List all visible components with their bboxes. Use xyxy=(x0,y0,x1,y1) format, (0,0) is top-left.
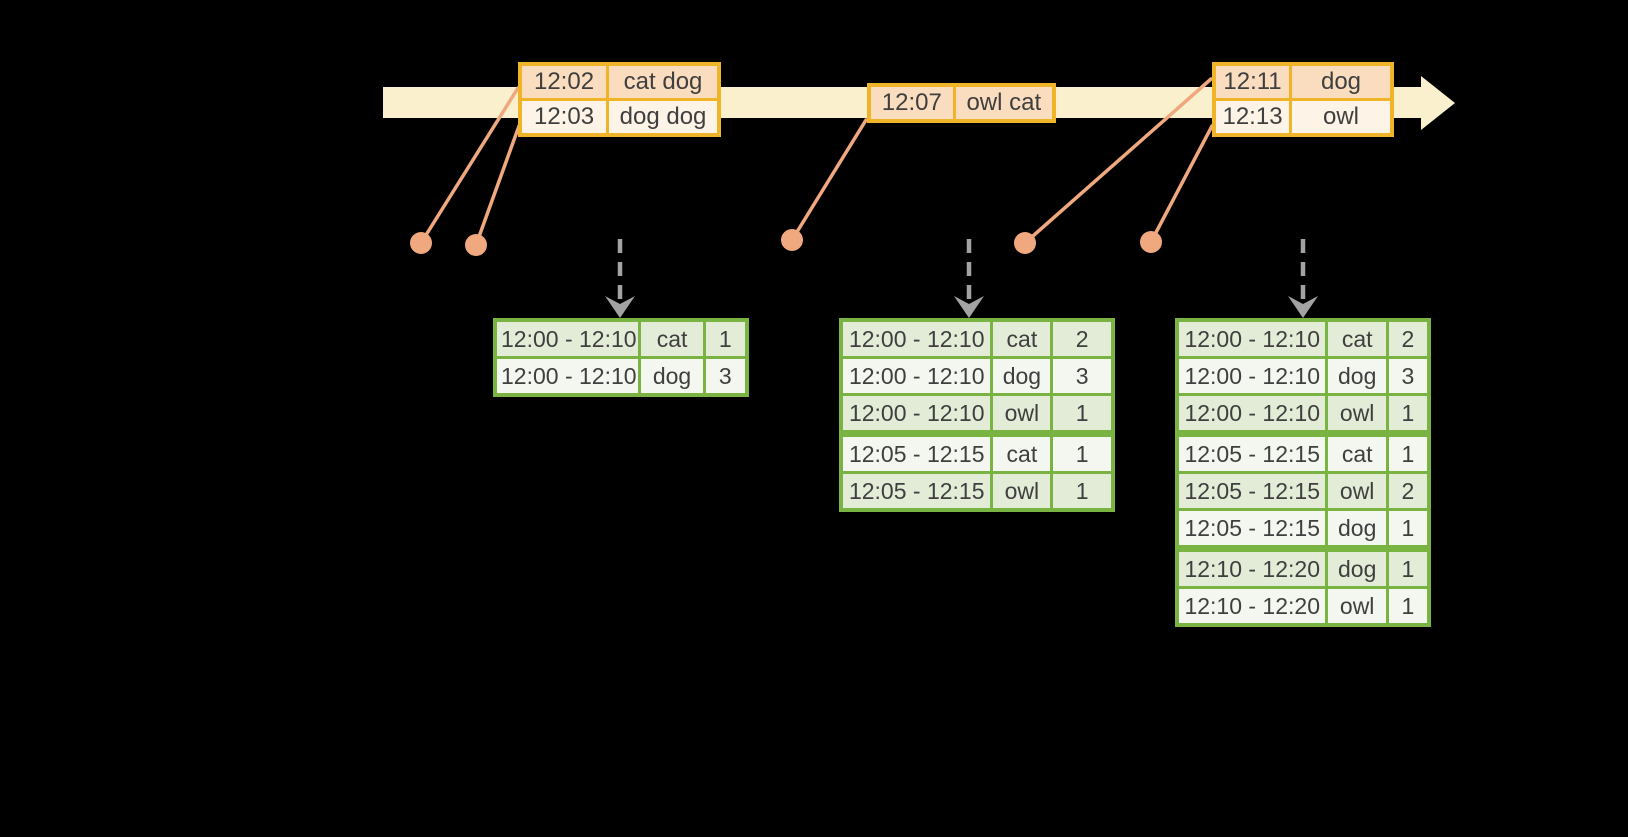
table-cell: dog xyxy=(1325,508,1389,550)
table-cell: 3 xyxy=(1050,356,1115,396)
table-cell: cat xyxy=(1325,318,1389,359)
trigger-arrowhead-icon xyxy=(605,296,635,318)
table-cell: 1 xyxy=(1050,471,1115,512)
table-cell: owl xyxy=(990,393,1054,435)
table-cell: dog xyxy=(638,356,706,397)
table-cell: 1 xyxy=(1385,545,1431,589)
table-cell: 12:05 - 12:15 xyxy=(1175,430,1329,474)
event-connector-lines xyxy=(419,77,1214,247)
table-cell: cat dog xyxy=(606,62,721,101)
event-dot xyxy=(1014,232,1036,254)
table-cell: 1 xyxy=(702,318,749,359)
table-cell: 2 xyxy=(1050,318,1115,359)
table-cell: 12:11 xyxy=(1212,62,1293,101)
table-cell: cat xyxy=(990,430,1054,474)
timeline-arrowhead-icon xyxy=(1421,76,1455,130)
table-cell: dog xyxy=(1289,62,1394,101)
table-cell: dog xyxy=(990,356,1054,396)
table-cell: 1 xyxy=(1050,393,1115,435)
table-cell: 1 xyxy=(1050,430,1115,474)
table-cell: 12:05 - 12:15 xyxy=(839,471,994,512)
table-cell: dog xyxy=(1325,545,1389,589)
table-cell: dog dog xyxy=(606,98,721,137)
table-cell: 2 xyxy=(1385,318,1431,359)
table-cell: cat xyxy=(990,318,1054,359)
table-cell: 1 xyxy=(1385,430,1431,474)
table-cell: cat xyxy=(1325,430,1389,474)
table-cell: 12:00 - 12:10 xyxy=(493,356,642,397)
table-cell: 12:00 - 12:10 xyxy=(839,393,994,435)
event-dot xyxy=(1140,231,1162,253)
table-cell: 12:00 - 12:10 xyxy=(839,318,994,359)
table-cell: 12:00 - 12:10 xyxy=(1175,318,1329,359)
table-cell: 3 xyxy=(1385,356,1431,396)
table-cell: 12:05 - 12:15 xyxy=(839,430,994,474)
table-cell: 12:00 - 12:10 xyxy=(1175,356,1329,396)
table-cell: 12:03 xyxy=(518,98,610,137)
table-cell: 12:10 - 12:20 xyxy=(1175,545,1329,589)
table-cell: 12:00 - 12:10 xyxy=(839,356,994,396)
connector-line xyxy=(790,118,868,242)
table-cell: owl xyxy=(1289,98,1394,137)
table-cell: 1 xyxy=(1385,586,1431,627)
table-cell: 2 xyxy=(1385,471,1431,511)
table-cell: 12:02 xyxy=(518,62,610,101)
table-cell: owl xyxy=(1325,393,1389,435)
event-dot xyxy=(410,232,432,254)
table-cell: cat xyxy=(638,318,706,359)
table-cell: owl xyxy=(1325,586,1389,627)
table-cell: 12:00 - 12:10 xyxy=(493,318,642,359)
table-cell: 1 xyxy=(1385,508,1431,550)
trigger-arrowhead-icon xyxy=(1288,296,1318,318)
table-cell: 12:13 xyxy=(1212,98,1293,137)
connector-line xyxy=(1149,124,1214,244)
trigger-arrows xyxy=(605,239,1318,318)
table-cell: dog xyxy=(1325,356,1389,396)
table-cell: 1 xyxy=(1385,393,1431,435)
table-cell: owl cat xyxy=(952,83,1056,123)
table-cell: 12:05 - 12:15 xyxy=(1175,471,1329,511)
connector-line xyxy=(1023,77,1213,245)
trigger-arrowhead-icon xyxy=(954,296,984,318)
event-dot xyxy=(781,229,803,251)
connector-line xyxy=(474,124,521,247)
table-cell: owl xyxy=(1325,471,1389,511)
table-cell: owl xyxy=(990,471,1054,512)
event-dot xyxy=(465,234,487,256)
table-cell: 3 xyxy=(702,356,749,397)
connector-line xyxy=(419,86,520,245)
table-cell: 12:00 - 12:10 xyxy=(1175,393,1329,435)
event-dots xyxy=(410,229,1162,256)
table-cell: 12:10 - 12:20 xyxy=(1175,586,1329,627)
table-cell: 12:05 - 12:15 xyxy=(1175,508,1329,550)
table-cell: 12:07 xyxy=(867,83,956,123)
